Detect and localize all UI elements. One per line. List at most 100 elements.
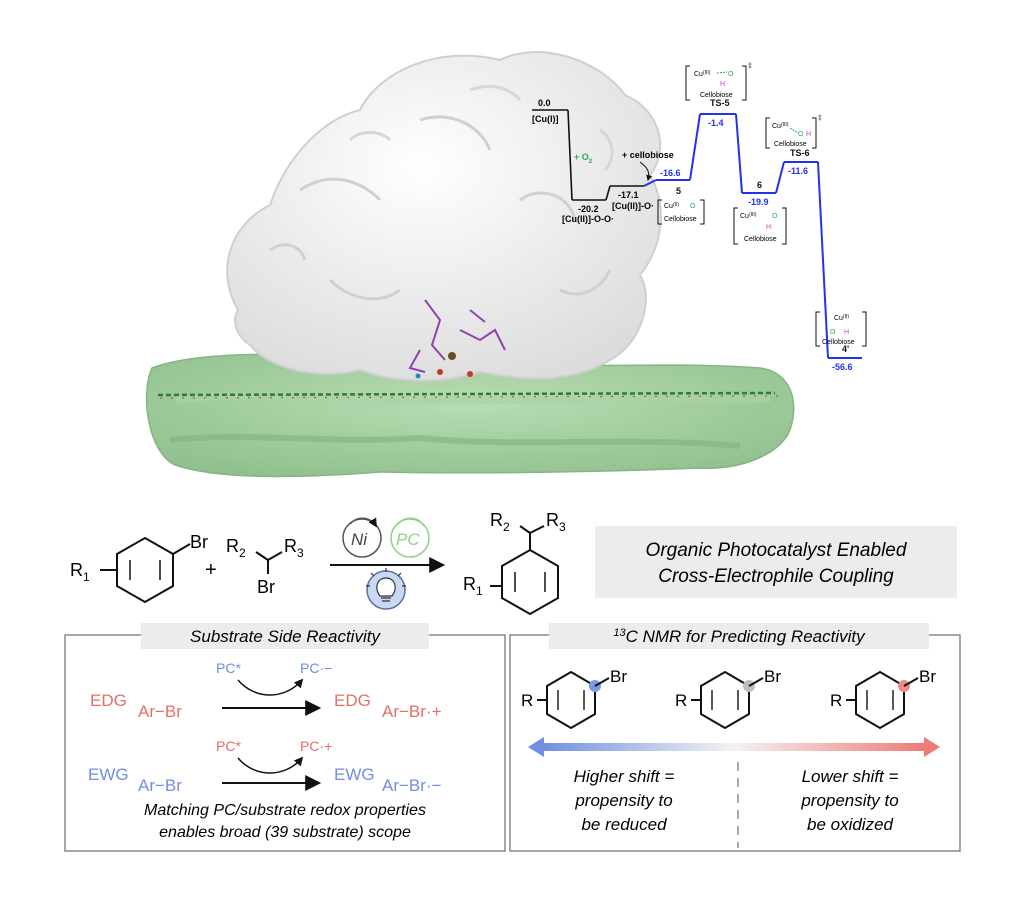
right-line-2: propensity to xyxy=(800,791,898,810)
connector xyxy=(735,113,743,194)
cellobiose-arrow xyxy=(639,161,653,182)
svg-text:O: O xyxy=(772,213,778,220)
aryl-bromide-red: Br R xyxy=(830,667,936,730)
r2-label: R2 xyxy=(226,536,246,560)
ni-catalyst: Ni xyxy=(342,517,382,558)
svg-text:Cellobiose: Cellobiose xyxy=(744,236,777,243)
enzyme-surface xyxy=(226,51,662,382)
ewg-label: EWG xyxy=(88,765,129,784)
pc-catalyst: PC xyxy=(390,517,430,558)
label-cuo: [Cu(II)]-O· xyxy=(612,201,654,211)
svg-text:O: O xyxy=(690,203,696,210)
svg-text:Br: Br xyxy=(610,667,627,686)
value-cuoo: -20.2 xyxy=(578,204,599,214)
structure-box-prod: Cu(II) O H Cellobiose xyxy=(815,311,867,347)
svg-text:Cu(III): Cu(III) xyxy=(772,122,789,130)
alkyl-bromide: R2 R3 Br xyxy=(226,536,304,597)
shift-gradient-arrow xyxy=(528,737,940,757)
left-line-1: Higher shift = xyxy=(574,767,675,786)
plus-sign: + xyxy=(205,559,217,581)
left-line-2: propensity to xyxy=(574,791,672,810)
panel-header: 13C NMR for Predicting Reactivity xyxy=(613,627,866,646)
svg-text:R: R xyxy=(521,691,533,710)
br-label: Br xyxy=(257,577,275,597)
svg-text:Cellobiose: Cellobiose xyxy=(700,92,733,99)
curved-arrow xyxy=(237,678,304,696)
r1-label: R1 xyxy=(70,560,90,584)
label-cu1: [Cu(I)] xyxy=(532,114,559,124)
edg-label: EDG xyxy=(334,691,371,710)
value-ts6: -11.6 xyxy=(788,166,808,176)
substrate-side-reactivity-panel: Substrate Side Reactivity PC* PC·− EDG A… xyxy=(64,623,506,852)
r3-label: R3 xyxy=(546,510,566,534)
label-ts5: TS-5 xyxy=(710,98,730,108)
reagent-cellobiose: + cellobiose xyxy=(622,150,674,160)
title-box: Organic Photocatalyst Enabled Cross-Elec… xyxy=(595,526,957,598)
label-prod: 4' xyxy=(842,344,849,354)
value-ts5: -1.4 xyxy=(708,118,724,128)
svg-text:Cu(II): Cu(II) xyxy=(834,314,849,322)
structure-box-ts6: Cu(III) O H Cellobiose ‡ xyxy=(765,115,822,149)
svg-text:O: O xyxy=(728,71,734,78)
energy-profile: 0.0 [Cu(I)] -20.2 [Cu(II)]-O-O· -17.1 [C… xyxy=(532,63,867,372)
title-line-2: Cross-Electrophile Coupling xyxy=(658,566,894,587)
br-label: Br xyxy=(190,532,208,552)
title-line-1: Organic Photocatalyst Enabled xyxy=(646,540,908,561)
reagent-o2: + O2 xyxy=(574,152,593,165)
structure-box-int6: Cu(III) O H Cellobiose xyxy=(733,207,787,245)
edg-label: EDG xyxy=(90,691,127,710)
svg-text:PC: PC xyxy=(396,530,420,549)
svg-text:H: H xyxy=(766,224,771,231)
right-line-3: be oxidized xyxy=(807,815,894,834)
svg-text:O: O xyxy=(830,329,836,336)
pc-star-top: PC* xyxy=(216,660,241,676)
aryl-bromide-grey: Br R xyxy=(675,667,781,730)
footer-line-2: enables broad (39 substrate) scope xyxy=(159,824,411,841)
svg-text:Ni: Ni xyxy=(351,530,368,549)
r1-label: R1 xyxy=(463,574,483,598)
value-int6: -19.9 xyxy=(748,197,769,207)
svg-text:Cellobiose: Cellobiose xyxy=(664,216,697,223)
left-line-3: be reduced xyxy=(581,815,667,834)
structure-box-int5: Cu(II) O Cellobiose xyxy=(657,199,705,225)
svg-text:Cellobiose: Cellobiose xyxy=(822,339,855,346)
curved-arrow xyxy=(237,756,304,774)
footer-line-1: Matching PC/substrate redox properties xyxy=(144,802,426,819)
connector xyxy=(605,185,611,201)
pc-anion-top: PC·− xyxy=(300,660,332,676)
connector xyxy=(689,113,701,181)
aryl-bromide: Br R1 xyxy=(70,532,208,604)
connector xyxy=(775,161,785,194)
svg-text:‡: ‡ xyxy=(748,63,752,70)
right-line-1: Lower shift = xyxy=(802,767,899,786)
svg-text:Br: Br xyxy=(764,667,781,686)
svg-text:H: H xyxy=(720,81,725,88)
label-int6: 6 xyxy=(757,180,762,190)
svg-text:Br: Br xyxy=(919,667,936,686)
svg-text:R: R xyxy=(675,691,687,710)
active-site-ligand xyxy=(408,299,506,379)
svg-text:H: H xyxy=(806,131,811,138)
svg-text:H: H xyxy=(844,329,849,336)
value-cu1: 0.0 xyxy=(538,98,551,108)
pc-star-bottom: PC* xyxy=(216,738,241,754)
pc-cation-bottom: PC·+ xyxy=(300,738,332,754)
value-prod: -56.6 xyxy=(832,362,853,372)
aryl-bromide-blue: Br R xyxy=(521,667,627,730)
ar-br-anion-label: Ar−Br·− xyxy=(382,776,442,795)
nmr-prediction-panel: 13C NMR for Predicting Reactivity Br R B… xyxy=(509,623,961,852)
ar-br-label: Ar−Br xyxy=(138,702,182,721)
structure-box-ts5: Cu(III) O H Cellobiose ‡ xyxy=(685,63,752,101)
label-cuoo: [Cu(II)]-O-O· xyxy=(562,214,614,224)
value-cuo: -17.1 xyxy=(618,190,639,200)
r2-label: R2 xyxy=(490,510,510,534)
svg-text:O: O xyxy=(798,131,804,138)
label-int5: 5 xyxy=(676,186,681,196)
svg-text:‡: ‡ xyxy=(818,115,822,122)
svg-text:Cu(III): Cu(III) xyxy=(740,212,757,220)
ar-br-label: Ar−Br xyxy=(138,776,182,795)
cellulose-fiber xyxy=(145,353,795,478)
label-ts6: TS-6 xyxy=(790,148,810,158)
svg-text:Cu(III): Cu(III) xyxy=(694,70,711,78)
